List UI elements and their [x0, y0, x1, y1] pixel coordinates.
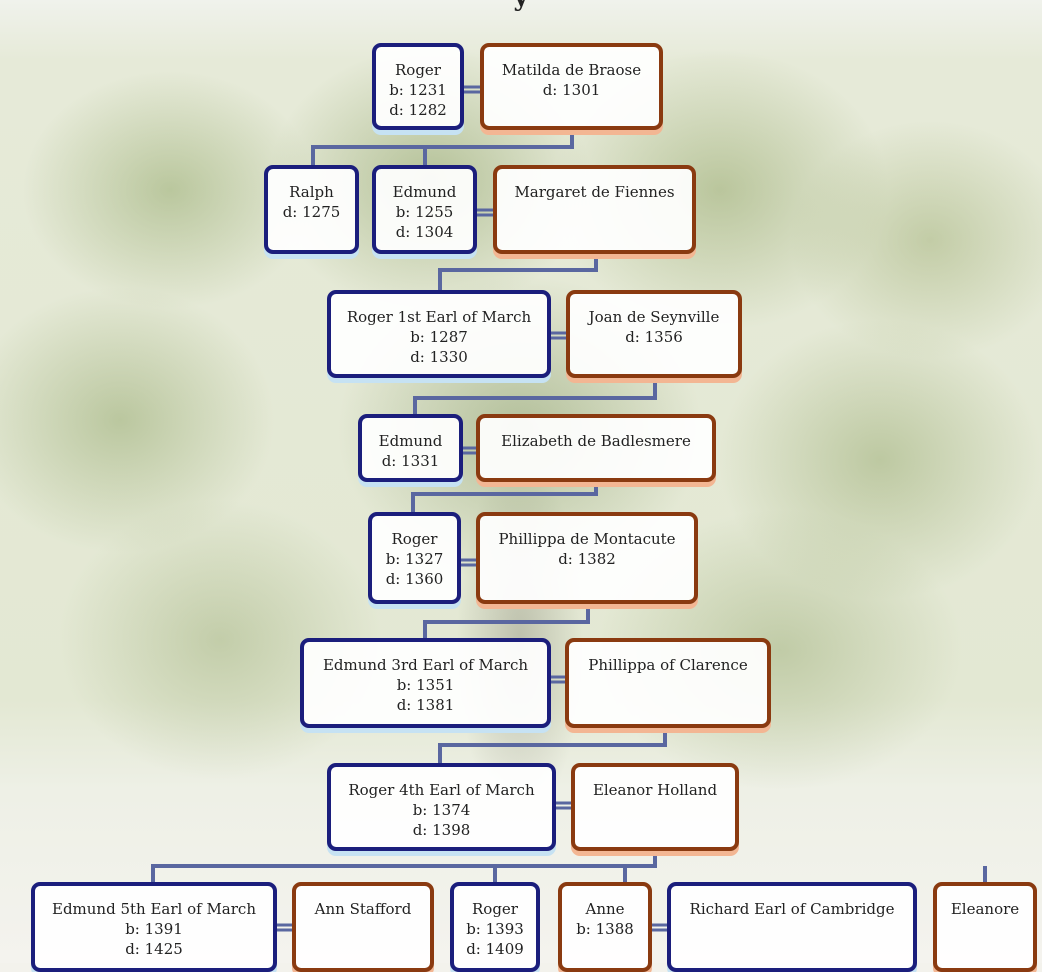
person-name: Matilda de Braose: [501, 61, 642, 79]
person-box-elizabeth-de-badlesmere[interactable]: Elizabeth de Badlesmere: [476, 414, 716, 482]
person-box-roger-1231[interactable]: Roger b: 1231 d: 1282: [372, 43, 464, 130]
person-died: d: 1282: [389, 101, 447, 119]
person-died: d: 1275: [282, 203, 341, 221]
person-name: Ann Stafford: [314, 900, 412, 918]
descent-line: [413, 380, 657, 414]
person-born: b: 1391: [125, 920, 183, 938]
person-born: b: 1351: [396, 676, 455, 694]
person-name: Anne: [585, 900, 625, 918]
person-died: d: 1301: [542, 81, 601, 99]
descent-line: [311, 129, 574, 165]
person-born: b: 1388: [576, 920, 634, 938]
person-born: b: 1393: [466, 920, 524, 938]
person-box-eleanor-holland[interactable]: Eleanor Holland: [571, 763, 739, 851]
person-born: b: 1374: [412, 801, 471, 819]
person-box-ralph[interactable]: Ralph d: 1275: [264, 165, 359, 254]
person-name: Joan de Seynville: [588, 308, 720, 326]
person-born: b: 1287: [410, 328, 468, 346]
person-box-margaret-de-fiennes[interactable]: Margaret de Fiennes: [493, 165, 696, 254]
descent-line: [438, 257, 598, 290]
descent-line: [423, 605, 590, 638]
person-died: d: 1331: [381, 452, 440, 470]
person-name: Roger 4th Earl of March: [348, 781, 535, 799]
person-box-phillippa-of-clarence[interactable]: Phillippa of Clarence: [565, 638, 771, 728]
person-name: Edmund 5th Earl of March: [52, 900, 256, 918]
descent-line: [438, 731, 667, 763]
person-box-edmund-1255[interactable]: Edmund b: 1255 d: 1304: [372, 165, 477, 254]
person-box-eleanore[interactable]: Eleanore: [933, 882, 1037, 972]
person-name: Roger: [395, 61, 441, 79]
person-died: d: 1304: [395, 223, 454, 241]
descent-line: [151, 852, 987, 882]
person-name: Roger: [391, 530, 438, 548]
person-box-roger-1327[interactable]: Roger b: 1327 d: 1360: [368, 512, 461, 604]
person-box-anne[interactable]: Anne b: 1388: [558, 882, 652, 972]
person-box-roger-1393[interactable]: Roger b: 1393 d: 1409: [450, 882, 540, 972]
person-box-joan-de-seynville[interactable]: Joan de Seynville d: 1356: [566, 290, 742, 378]
descent-line: [411, 484, 598, 512]
person-died: d: 1356: [625, 328, 683, 346]
person-name: Phillippa of Clarence: [588, 656, 748, 674]
person-box-richard-earl-of-cambridge[interactable]: Richard Earl of Cambridge: [667, 882, 917, 972]
person-name: Elizabeth de Badlesmere: [501, 432, 691, 450]
person-name: Edmund 3rd Earl of March: [322, 656, 529, 674]
person-name: Edmund: [378, 432, 443, 450]
person-died: d: 1382: [558, 550, 616, 568]
person-box-roger-1st-earl-of-march[interactable]: Roger 1st Earl of March b: 1287 d: 1330: [327, 290, 551, 378]
page-title-fragment: y: [0, 0, 1042, 12]
person-box-phillippa-de-montacute[interactable]: Phillippa de Montacute d: 1382: [476, 512, 698, 604]
person-name: Richard Earl of Cambridge: [689, 900, 895, 918]
person-born: b: 1231: [389, 81, 447, 99]
person-name: Eleanore: [950, 900, 1020, 918]
person-name: Eleanor Holland: [592, 781, 718, 799]
person-died: d: 1381: [396, 696, 455, 714]
person-box-matilda-de-braose[interactable]: Matilda de Braose d: 1301: [480, 43, 663, 130]
person-name: Margaret de Fiennes: [514, 183, 675, 201]
person-name: Roger 1st Earl of March: [346, 308, 532, 326]
person-born: b: 1327: [385, 550, 444, 568]
person-name: Edmund: [392, 183, 457, 201]
person-box-edmund-1331[interactable]: Edmund d: 1331: [358, 414, 463, 482]
person-name: Ralph: [289, 183, 334, 201]
person-died: d: 1398: [412, 821, 471, 839]
person-name: Roger: [472, 900, 518, 918]
person-box-edmund-3rd-earl-of-march[interactable]: Edmund 3rd Earl of March b: 1351 d: 1381: [300, 638, 551, 728]
person-died: d: 1330: [410, 348, 468, 366]
person-name: Phillippa de Montacute: [498, 530, 676, 548]
person-box-ann-stafford[interactable]: Ann Stafford: [292, 882, 434, 972]
person-died: d: 1409: [466, 940, 524, 958]
person-box-roger-4th-earl-of-march[interactable]: Roger 4th Earl of March b: 1374 d: 1398: [327, 763, 556, 851]
person-died: d: 1425: [125, 940, 183, 958]
person-born: b: 1255: [395, 203, 454, 221]
person-box-edmund-5th-earl-of-march[interactable]: Edmund 5th Earl of March b: 1391 d: 1425: [31, 882, 277, 972]
person-died: d: 1360: [385, 570, 444, 588]
